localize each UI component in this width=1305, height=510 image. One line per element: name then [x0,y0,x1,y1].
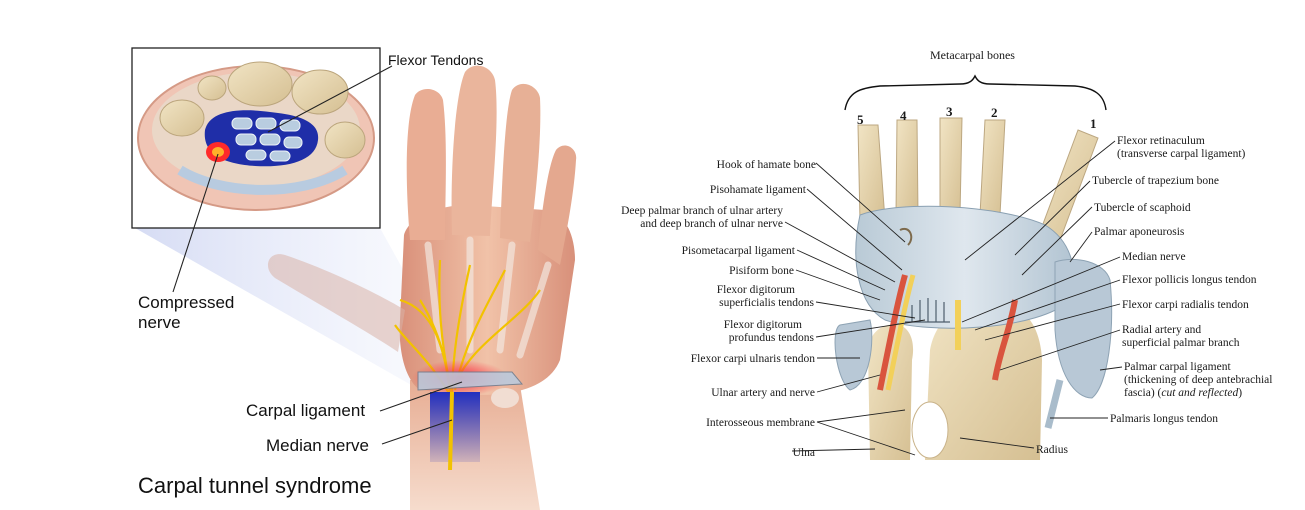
label-palmaris-longus: Palmaris longus tendon [1110,413,1218,425]
label-pisiform: Pisiform bone [729,265,794,277]
label-compressed-nerve: Compressed [138,293,234,312]
label-flexor-retinaculum-1: Flexor retinaculum [1117,135,1205,147]
label-fds-2: superficialis tendons [719,297,814,309]
carpal-bone [325,122,365,158]
label-ulna: Ulna [793,447,815,459]
label-palmar-carpal-2: (thickening of deep antebrachial [1124,374,1272,386]
palmar-carpal-flap-left [835,320,872,390]
label-flexor-tendons: Flexor Tendons [388,52,483,68]
metacarpal-number: 1 [1090,116,1097,131]
right-illustration [835,76,1112,460]
figure-title: Carpal tunnel syndrome [138,473,372,498]
label-deep-palmar-1: Deep palmar branch of ulnar artery [621,205,783,217]
median-nerve-trunk [450,392,452,470]
carpal-bone [160,100,204,136]
label-flexor-retinaculum-2: (transverse carpal ligament) [1117,148,1246,160]
carpal-ligament-mass [856,206,1074,328]
finger-index [407,89,446,240]
cross-section-inset [132,48,380,228]
label-radius: Radius [1036,444,1068,456]
label-palmar-aponeurosis: Palmar aponeurosis [1094,226,1185,238]
label-ulnar-artery-nerve: Ulnar artery and nerve [711,387,815,399]
metacarpal-number: 2 [991,105,998,120]
palmaris-longus [1048,380,1060,428]
label-radial-artery-1: Radial artery and [1122,324,1201,336]
label-compressed-nerve-2: nerve [138,313,181,332]
label-palmar-carpal-1: Palmar carpal ligament [1124,361,1231,373]
label-tubercle-scaphoid: Tubercle of scaphoid [1094,202,1191,214]
label-hook-of-hamate: Hook of hamate bone [717,159,816,171]
label-fcr: Flexor carpi radialis tendon [1122,299,1249,311]
label-metacarpal-bones: Metacarpal bones [930,48,1015,62]
label-fdp-1: Flexor digitorum [724,319,802,331]
label-pisohamate: Pisohamate ligament [710,184,807,196]
finger-middle [452,66,497,236]
label-carpal-ligament: Carpal ligament [246,401,365,420]
metacarpal-brace [845,76,1106,110]
label-fds-1: Flexor digitorum [717,284,795,296]
interosseous-gap [912,402,948,458]
tendon-sheath [430,392,480,462]
carpal-bone [228,62,292,106]
label-radial-artery-2: superficial palmar branch [1122,337,1240,349]
carpal-bone [198,76,226,100]
label-tubercle-trapezium: Tubercle of trapezium bone [1092,175,1219,187]
metacarpal-number: 5 [857,112,864,127]
carpal-bone [292,70,348,114]
wrist-bone [491,388,519,408]
metacarpal-number: 3 [946,104,953,119]
label-median-nerve: Median nerve [266,436,369,455]
label-interosseous: Interosseous membrane [706,417,815,429]
label-pisometacarpal: Pisometacarpal ligament [682,245,796,257]
label-fcu: Flexor carpi ulnaris tendon [691,353,815,365]
label-deep-palmar-2: and deep branch of ulnar nerve [640,218,783,230]
metacarpal-number: 4 [900,108,907,123]
label-median-nerve-right: Median nerve [1122,251,1186,263]
label-fpl: Flexor pollicis longus tendon [1122,274,1257,286]
label-fdp-2: profundus tendons [729,332,815,344]
right-labels-left: Hook of hamate bone Pisohamate ligament … [621,159,816,459]
label-palmar-carpal-3: fascia) (cut and reflected) [1124,387,1242,399]
